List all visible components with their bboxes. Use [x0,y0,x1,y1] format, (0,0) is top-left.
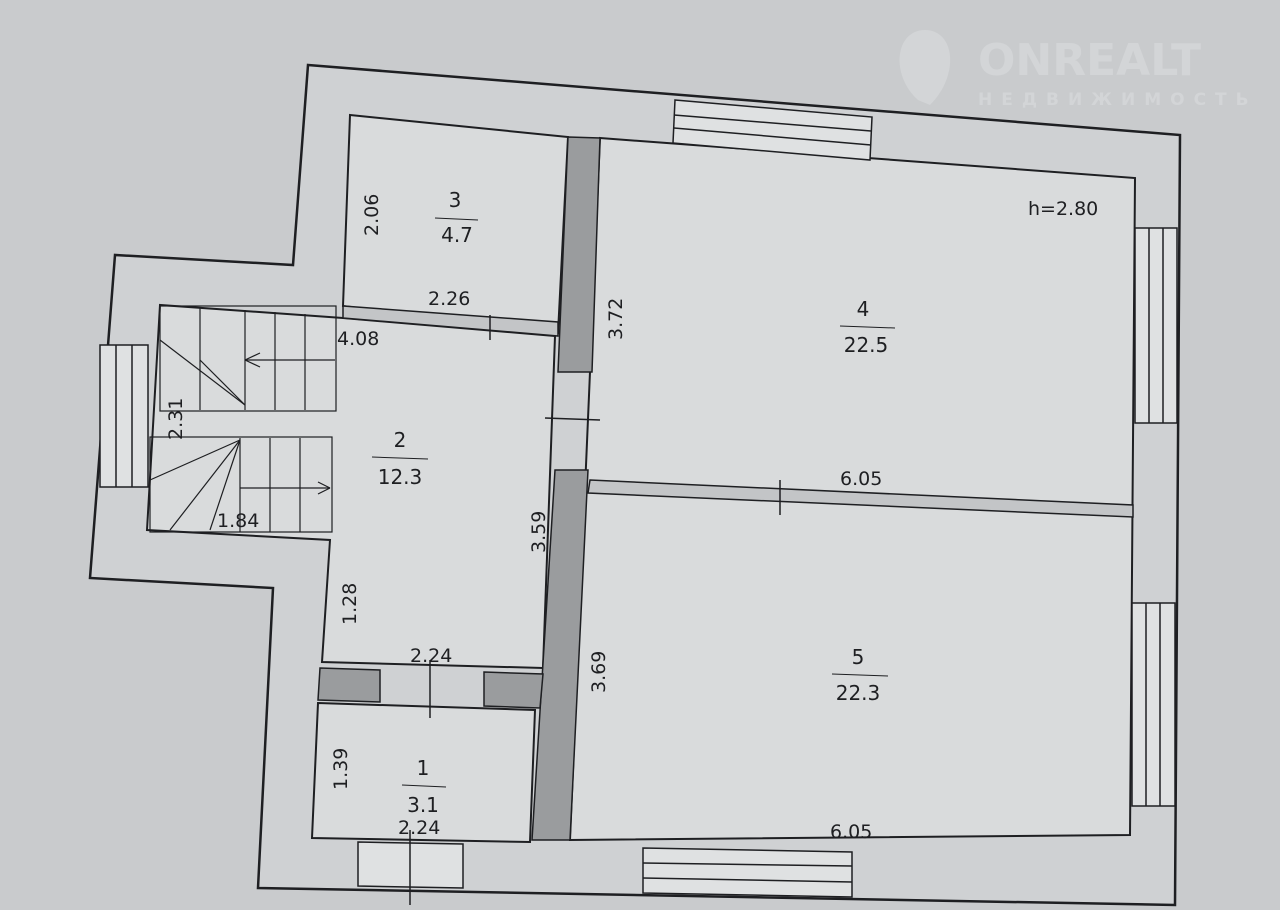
svg-text:4.7: 4.7 [441,223,473,247]
window-bottom [642,847,853,898]
svg-text:2.24: 2.24 [410,645,452,667]
svg-text:НЕДВИЖИМОСТЬ: НЕДВИЖИМОСТЬ [978,90,1258,110]
svg-text:3.69: 3.69 [588,651,610,693]
svg-text:ONREALT: ONREALT [978,35,1201,86]
svg-text:3.59: 3.59 [528,511,550,553]
onrealt-watermark: ONREALT НЕДВИЖИМОСТЬ [899,30,1258,110]
svg-text:1.28: 1.28 [339,583,361,625]
svg-text:22.3: 22.3 [836,681,881,705]
window-right-lower [1131,602,1176,807]
svg-text:4.08: 4.08 [337,328,379,350]
svg-text:5: 5 [852,645,865,669]
partition-wall-room1 [317,667,381,703]
svg-text:12.3: 12.3 [378,465,423,489]
staircase [149,305,337,533]
svg-text:2.06: 2.06 [361,194,383,236]
window-right-upper [1134,227,1178,424]
svg-text:22.5: 22.5 [844,333,889,357]
svg-text:2.31: 2.31 [165,398,187,440]
svg-text:3.1: 3.1 [407,793,439,817]
svg-text:2.26: 2.26 [428,288,470,310]
room-2 [145,303,557,670]
svg-text:1.39: 1.39 [330,748,352,790]
svg-text:1.84: 1.84 [217,510,259,532]
window-top [672,99,873,161]
partition-wall-upper [557,136,601,373]
partition-wall-lower [531,469,589,841]
svg-text:3: 3 [449,188,462,212]
partition-room3-2 [342,305,559,337]
dimension-ticks [409,315,781,905]
dimension-labels: 2.06 2.26 4.08 3.72 2.31 1.84 3.59 1.28 … [165,194,882,843]
room-1 [310,701,537,844]
svg-text:4: 4 [857,297,870,321]
svg-text:2: 2 [394,428,407,452]
svg-text:6.05: 6.05 [830,821,872,843]
partition-wall-room1b [483,671,544,709]
window-left [99,344,149,488]
room-labels: 3 4.7 4 22.5 2 12.3 5 22.3 1 3.1 [371,188,896,817]
svg-text:1: 1 [417,756,430,780]
svg-text:6.05: 6.05 [840,468,882,490]
partition-room4-5 [587,479,1134,518]
ceiling-height: h=2.80 [1028,198,1098,220]
svg-text:2.24: 2.24 [398,817,440,839]
svg-text:3.72: 3.72 [605,298,627,340]
